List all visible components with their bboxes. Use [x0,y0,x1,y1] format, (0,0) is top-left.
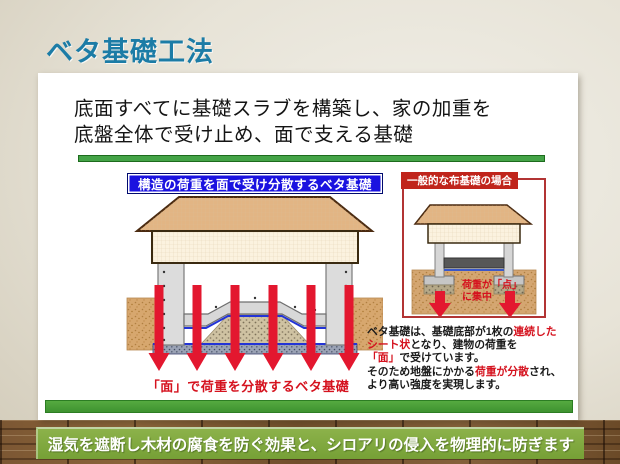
green-bottom-bar [45,400,573,413]
left-diagram-caption: 「面」で荷重を分散するベタ基礎 [146,379,350,394]
description-line: ベタ基礎は、基礎底部が1枚の連続した [367,326,575,339]
description-segment: され、 [528,365,562,378]
description-line: 「面」で受けています。 [367,352,575,365]
concrete-foundation [157,262,353,346]
right-diagram-house-foundation-illustration [411,204,537,316]
description-highlight: 荷重が分散 [474,365,529,378]
right-diagram-box: 一般的な布基礎の場合 [401,172,546,318]
heading-line-2: 底盤全体で受け止め、面で支える基礎 [74,124,414,146]
right-diagram-label: 一般的な布基礎の場合 [401,172,518,189]
right-diagram-caption: 荷重が「点」 に集中 [462,280,522,304]
heading-text: 底面すべてに基礎スラブを構築し、家の加重を 底盤全体で受け止め、面で支える基礎 [74,96,492,148]
green-separator [78,155,545,162]
house-body [134,196,375,264]
slide-card: 底面すべてに基礎スラブを構築し、家の加重を 底盤全体で受け止め、面で支える基礎 … [38,73,578,420]
right-caption-line-1: 荷重が「点」 [462,280,522,291]
description-segment: で受けています。 [399,352,485,365]
description-segment: ベタ基礎は、基礎底部が1枚の [367,326,514,338]
point-load-arrows-down [429,291,521,316]
description-highlight: 連続した [513,326,557,338]
description-text: ベタ基礎は、基礎底部が1枚の連続したシート状となり、建物の荷重を「面」で受けてい… [367,326,575,392]
house-body [413,204,534,244]
left-diagram-label: 構造の荷重を面で受け分散するベタ基礎 [127,173,383,194]
load-arrows-down [148,285,360,371]
description-highlight: シート状 [367,339,411,352]
footer-banner: 湿気を遮断し木材の腐食を防ぐ効果と、シロアリの侵入を物理的に防ぎます [36,427,584,459]
description-highlight: 「面」 [367,352,400,365]
left-diagram-house-foundation-illustration [126,196,383,371]
soil-ground [126,297,383,351]
description-line: より高い強度を実現します。 [367,379,575,392]
page-title: ベタ基礎工法 [46,37,214,67]
right-caption-line-2: に集中 [462,292,492,303]
description-segment: そのため地盤にかかる [367,365,475,378]
description-segment: より高い強度を実現します。 [367,378,507,391]
description-segment: となり、建物の荷重を [410,339,518,352]
description-line: シート状となり、建物の荷重を [367,339,575,352]
description-line: そのため地盤にかかる荷重が分散され、 [367,366,575,379]
heading-line-1: 底面すべてに基礎スラブを構築し、家の加重を [74,98,492,120]
